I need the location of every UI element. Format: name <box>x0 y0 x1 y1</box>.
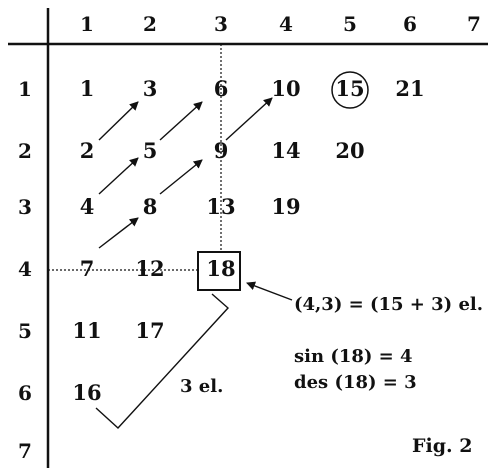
diagonal-arrow <box>98 157 139 195</box>
cell-value: 19 <box>271 194 300 219</box>
boxed-cell-marker <box>197 251 241 291</box>
column-header: 7 <box>467 12 481 36</box>
cell-value: 20 <box>335 138 364 163</box>
cell-value: 1 <box>80 76 95 101</box>
cell-value: 6 <box>214 76 229 101</box>
cell-value: 5 <box>143 138 158 163</box>
cell-value: 7 <box>80 256 95 281</box>
diagonal-arrow <box>225 97 273 141</box>
column-header: 1 <box>80 12 94 36</box>
cell-value: 10 <box>271 76 300 101</box>
column-header: 6 <box>403 12 417 36</box>
figure-caption: Fig. 2 <box>412 435 472 457</box>
cell-value: 21 <box>395 76 424 101</box>
circled-cell-marker <box>331 71 369 109</box>
cell-value: 3 <box>143 76 158 101</box>
row-headers: 1 2 3 4 5 6 7 <box>18 77 32 463</box>
column-header: 3 <box>214 12 228 36</box>
cell-value: 12 <box>135 256 164 281</box>
column-header: 5 <box>343 12 357 36</box>
sin-formula: sin (18) = 4 <box>294 346 413 367</box>
diagonal-arrow <box>159 159 203 195</box>
cell-value: 14 <box>271 138 300 163</box>
cell-value: 2 <box>80 138 95 163</box>
callout-arrow <box>246 281 293 301</box>
element-count-label: 3 el. <box>180 376 223 397</box>
row-header: 7 <box>18 439 32 463</box>
diagonal-arrow <box>98 217 139 249</box>
position-formula: (4,3) = (15 + 3) el. <box>294 294 483 315</box>
cell-value: 9 <box>214 138 229 163</box>
column-headers: 1 2 3 4 5 6 7 <box>80 12 481 36</box>
column-header: 4 <box>279 12 293 36</box>
column-header: 2 <box>143 12 157 36</box>
row-header: 6 <box>18 381 32 405</box>
diagonal-arrow <box>159 101 203 141</box>
count-bracket <box>95 293 230 429</box>
cell-value: 8 <box>143 194 158 219</box>
boxed-cell-value: 18 <box>206 256 235 281</box>
cell-value: 17 <box>135 318 164 343</box>
cell-value: 11 <box>72 318 101 343</box>
row-header: 5 <box>18 319 32 343</box>
des-formula: des (18) = 3 <box>294 372 417 393</box>
cell-value: 16 <box>72 380 101 405</box>
row-header: 1 <box>18 77 32 101</box>
circled-cell-value: 15 <box>335 76 364 101</box>
row-header: 3 <box>18 195 32 219</box>
row-header: 2 <box>18 139 32 163</box>
row-header: 4 <box>18 257 32 281</box>
diagonal-arrow <box>98 101 139 141</box>
cell-value: 4 <box>80 194 95 219</box>
cell-value: 13 <box>206 194 235 219</box>
